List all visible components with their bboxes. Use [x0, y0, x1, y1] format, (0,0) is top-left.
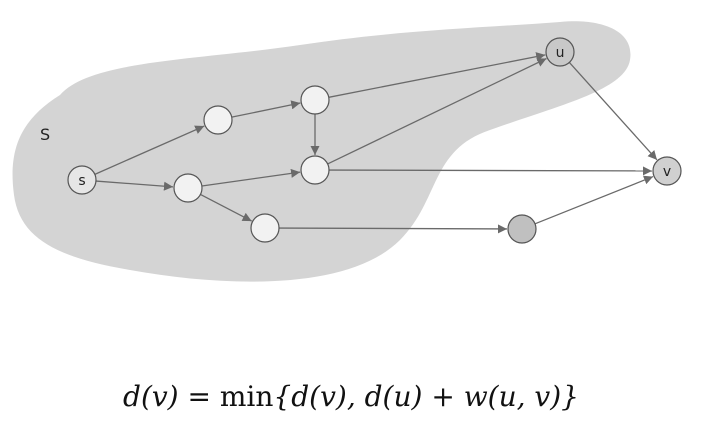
node-label-u: u [556, 45, 565, 61]
node-circle-f [507, 214, 537, 244]
node-s: s [67, 165, 97, 195]
node-b [300, 85, 330, 115]
node-circle-e [250, 213, 280, 243]
node-label-v: v [663, 164, 671, 180]
node-v: v [652, 156, 682, 186]
edge-d-u [327, 57, 547, 165]
node-c [173, 173, 203, 203]
node-label-s: s [78, 173, 85, 189]
node-f [507, 214, 537, 244]
node-circle-s [67, 165, 97, 195]
relaxation-formula: d(v) = min{d(v), d(u) + w(u, v)} [0, 380, 702, 413]
edge-u-v [568, 61, 658, 161]
edge-s-a [94, 125, 205, 175]
node-u: u [545, 37, 575, 67]
graph-diagram: S s u v [12, 21, 682, 282]
formula-rhs: {d(v), d(u) + w(u, v)} [273, 380, 579, 413]
node-circle-c [173, 173, 203, 203]
edge-f-v [534, 175, 654, 225]
node-circle-v [652, 156, 682, 186]
edge-c-d [201, 168, 301, 187]
edges-layer [94, 52, 658, 234]
node-circle-b [300, 85, 330, 115]
node-e [250, 213, 280, 243]
node-circle-a [203, 105, 233, 135]
region-label-s: S [40, 125, 50, 144]
edge-a-b [231, 100, 301, 118]
region-s-blob [12, 21, 631, 282]
edge-s-c [95, 180, 174, 191]
node-circle-d [300, 155, 330, 185]
edge-b-u [328, 52, 546, 98]
formula-lhs: d(v) = [123, 380, 220, 413]
edge-d-v [328, 166, 653, 176]
nodes-layer: s u v [67, 37, 682, 244]
node-d [300, 155, 330, 185]
node-a [203, 105, 233, 135]
edge-c-e [200, 193, 252, 222]
formula-min: min [219, 380, 274, 413]
edge-e-f [278, 224, 508, 234]
node-circle-u [545, 37, 575, 67]
